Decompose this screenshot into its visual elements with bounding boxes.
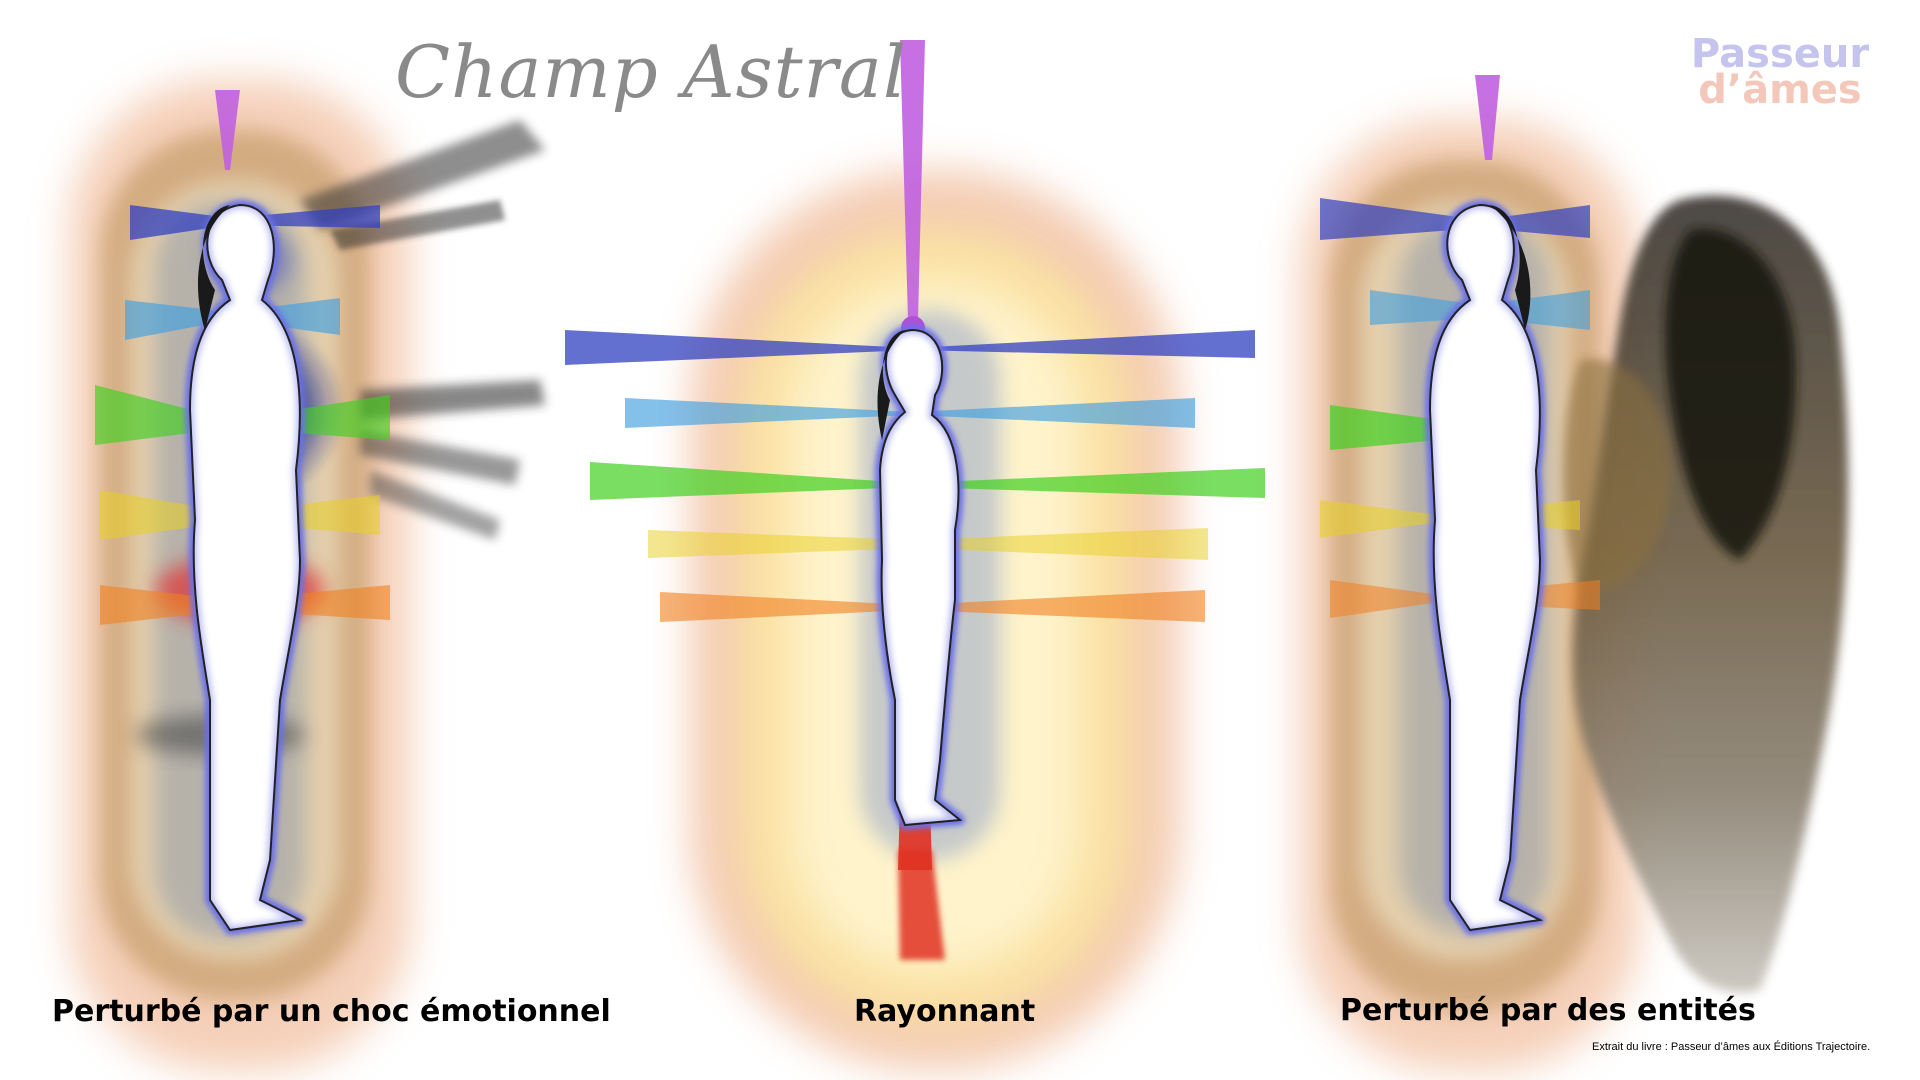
caption-center: Rayonnant	[854, 994, 1036, 1029]
figure-left	[70, 80, 545, 1070]
caption-left: Perturbé par un choc émotionnel	[52, 994, 611, 1029]
body-silhouette-left	[185, 200, 305, 935]
diagram-title: Champ Astral	[395, 30, 907, 114]
source-credit: Extrait du livre : Passeur d’âmes aux Éd…	[1592, 1041, 1871, 1053]
figure-center	[565, 40, 1265, 1070]
caption-right: Perturbé par des entités	[1340, 993, 1756, 1028]
body-silhouette-center	[875, 325, 965, 830]
logo-line-2: d’âmes	[1698, 67, 1862, 113]
entity-shape	[1563, 195, 1849, 993]
logo-line-1: Passeur	[1690, 31, 1870, 77]
body-silhouette-right	[1425, 200, 1545, 935]
figure-right	[1300, 75, 1849, 1070]
logo: Passeur d’âmes	[1680, 31, 1880, 113]
